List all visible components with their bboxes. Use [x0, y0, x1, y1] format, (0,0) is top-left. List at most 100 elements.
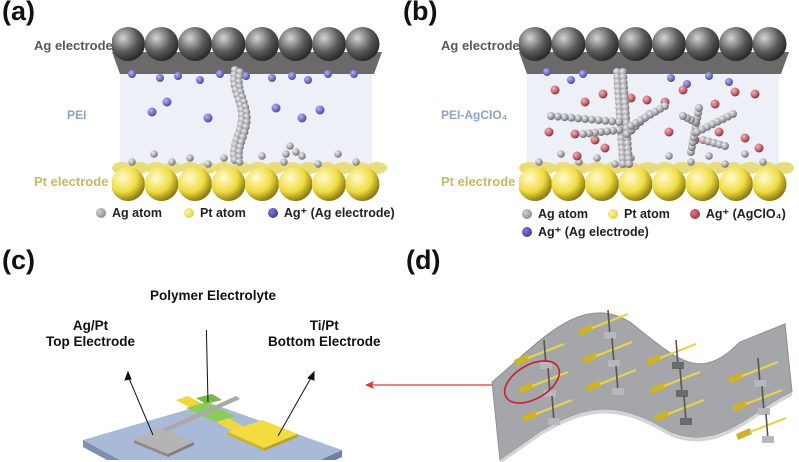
panel-b-ag-electrode-label: Ag electrode	[441, 38, 520, 53]
panel-d-flexible-array	[491, 309, 793, 462]
device-top-pad	[754, 380, 766, 387]
device-bottom-line	[591, 312, 629, 330]
ag-ion-electrode	[147, 107, 157, 117]
panel-b-schematic	[519, 27, 794, 201]
ag-dendrite-atom	[581, 115, 589, 123]
legend-b-ag-ion-electrode-label: Ag⁺ (Ag electrode)	[538, 225, 649, 239]
ag-electrode-atom	[245, 27, 279, 61]
ag-surface-atom	[557, 150, 565, 158]
ag-ion-salt	[598, 89, 608, 99]
legend-b-pt-atom-swatch	[608, 208, 618, 219]
ag-ion-electrode	[128, 70, 136, 78]
ag-ion-salt	[750, 89, 760, 99]
ag-electrode-atom	[551, 27, 586, 61]
ag-dendrite-atom	[603, 127, 611, 136]
top-electrode-label-line1: Ag/Pt	[72, 318, 109, 333]
pt-electrode-atom	[652, 167, 686, 201]
arrow-head-bottom-electrode	[307, 370, 315, 381]
pt-electrode-atom	[278, 167, 313, 201]
ag-dendrite-atom	[547, 112, 555, 120]
ag-ion-electrode	[162, 97, 172, 107]
pt-electrode-atom	[685, 167, 720, 201]
legend-pt-atom-swatch	[184, 207, 194, 218]
ag-ion-electrode	[203, 113, 213, 123]
ag-dendrite-atom	[591, 128, 599, 137]
pt-electrode-atom	[345, 167, 380, 201]
panel-a-label: (a)	[2, 0, 35, 26]
device-top-line	[679, 367, 683, 395]
ag-electrode-atom	[752, 27, 787, 61]
device-bottom-pad	[654, 410, 670, 422]
arrow-to-bottom-electrode	[277, 375, 313, 437]
ag-dendrite-atom	[579, 130, 587, 138]
device-top-pad	[604, 332, 616, 339]
ag-ion-salt	[572, 151, 582, 161]
ag-surface-atom	[535, 158, 543, 166]
ag-ion-salt	[590, 135, 600, 145]
device-top-pad	[672, 362, 684, 369]
ag-surface-atom	[204, 160, 212, 168]
ag-dendrite-atom	[553, 112, 562, 121]
ag-ion-electrode	[297, 113, 307, 123]
ag-surface-atom	[352, 158, 360, 166]
ag-surface-atom	[314, 160, 322, 168]
device-bottom-pad	[586, 380, 602, 392]
device-bottom-line	[745, 388, 783, 406]
ag-surface-atom	[220, 154, 228, 162]
device-bottom-line	[663, 370, 701, 388]
ag-surface-atom	[687, 158, 695, 166]
ag-ion-salt	[544, 127, 554, 137]
bottom-electrode-label: Ti/Pt Bottom Electrode	[268, 318, 381, 350]
panel-c-device-schematic	[83, 330, 342, 460]
red-pointer-arrow	[365, 381, 500, 389]
panel-c-label: (c)	[2, 245, 35, 275]
device-top-pad	[762, 436, 774, 443]
ag-ion-salt	[730, 87, 740, 97]
ag-dendrite-atom	[615, 118, 623, 126]
legend-b-ag-atom-swatch	[522, 208, 532, 219]
pt-electrode-atom	[211, 167, 246, 201]
ag-dendrite-atom	[615, 126, 623, 134]
ag-ion-electrode	[667, 74, 675, 82]
red-arrow-head	[365, 381, 374, 389]
ag-surface-atom	[150, 150, 158, 158]
pt-electrode-atom	[551, 167, 586, 201]
ag-ion-electrode	[268, 74, 276, 82]
top-electrode-label: Ag/Pt Top Electrode	[46, 318, 135, 350]
legend-ag-atom-swatch	[96, 207, 106, 218]
pt-electrode-atom	[618, 167, 653, 201]
ag-dendrite-atom	[594, 116, 603, 125]
ag-dendrite-atom	[587, 115, 596, 124]
polymer-electrolyte-label: Polymer Electrolyte	[150, 288, 277, 303]
ag-ion-electrode	[174, 72, 182, 80]
panel-a-legend: Ag atom Pt atom Ag⁺ (Ag electrode)	[96, 205, 395, 220]
ag-electrode-atom	[585, 27, 619, 61]
ag-ion-electrode	[567, 76, 575, 84]
device-bottom-line	[741, 360, 779, 378]
highlight-circle	[503, 360, 561, 404]
ag-ion-electrode	[271, 103, 281, 113]
ag-dendrite-atom	[597, 128, 605, 136]
ag-ion-electrode	[579, 70, 587, 78]
device-top-pad	[680, 418, 692, 425]
device-top-line	[551, 395, 555, 423]
device-bottom-pad	[646, 354, 662, 366]
ag-dendrite-atom	[695, 104, 703, 112]
ag-electrode-atom	[211, 27, 246, 61]
device-bottom-line	[599, 368, 637, 386]
ag-electrode-atom	[278, 27, 313, 61]
ag-dendrite-atom	[619, 160, 627, 168]
ag-electrode-atom	[178, 27, 212, 61]
device-bottom-pad	[650, 382, 666, 394]
ag-cluster-atom	[292, 148, 300, 156]
ag-electrode-atom	[519, 27, 552, 61]
ag-electrode-atom	[618, 27, 653, 61]
device-top-pad	[758, 408, 770, 415]
device-bottom-line	[531, 370, 569, 388]
legend-b-ag-ion-salt-swatch	[689, 208, 700, 219]
top-electrode-pad	[134, 428, 194, 454]
pt-electrode-atom	[719, 167, 753, 201]
legend-ag-atom-label: Ag atom	[112, 205, 162, 220]
ag-ion-electrode	[725, 78, 733, 86]
panel-b-pei-agclo4-label: PEI-AgClO₄	[441, 108, 508, 122]
